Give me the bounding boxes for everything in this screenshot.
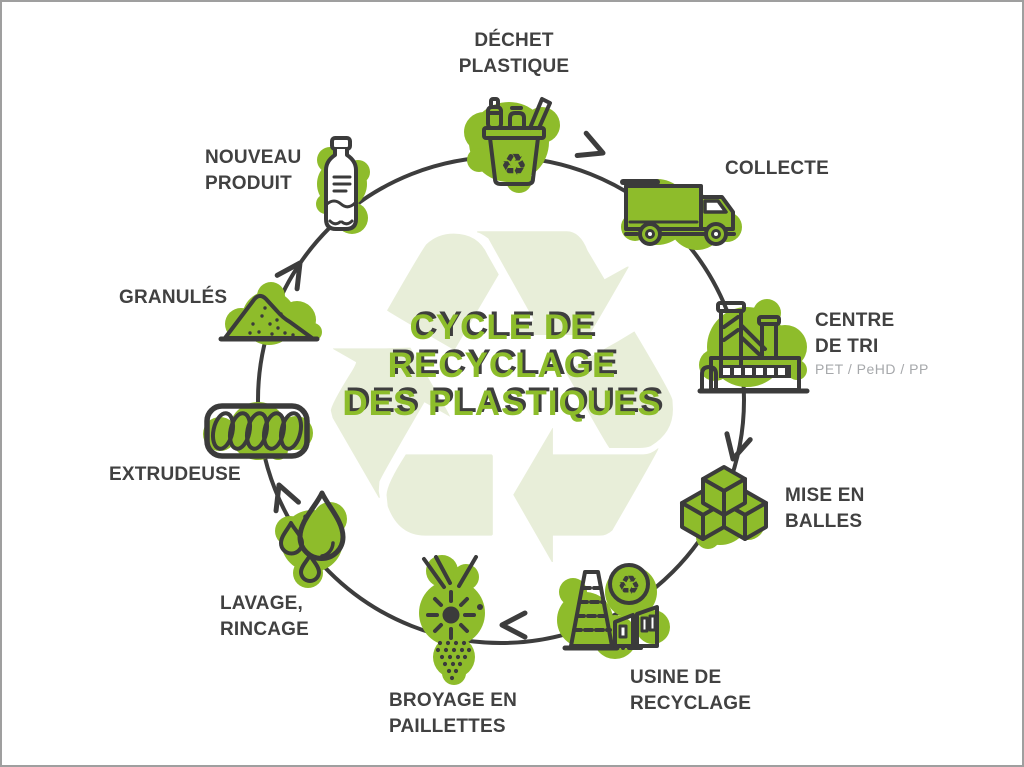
- label-usine-de-recyclage: USINE DE RECYCLAGE: [630, 665, 751, 717]
- arrowhead-right: [724, 431, 753, 462]
- shredder-icon: [419, 555, 485, 685]
- title-line-1: CYCLE DE: [409, 308, 595, 347]
- label-line: RECYCLAGE: [630, 693, 752, 714]
- label-line: NOUVEAU: [205, 147, 302, 168]
- label-broyage-en-paillettes: BROYAGE EN PAILLETTES: [389, 688, 517, 740]
- label-granules: GRANULÉS: [119, 285, 227, 311]
- label-collecte: COLLECTE: [725, 156, 829, 182]
- label-line: DE TRI: [815, 336, 879, 357]
- sorting-factory-icon: [697, 299, 810, 394]
- label-line: USINE DE: [630, 667, 722, 688]
- label-line: DÉCHET: [474, 30, 554, 51]
- arrowhead-left-top: [274, 260, 303, 292]
- bottle-icon: [316, 136, 370, 234]
- extruder-icon: [203, 402, 313, 460]
- recycle-arrows-glyph: ♻: [501, 148, 528, 183]
- label-line: RINCAGE: [220, 619, 310, 640]
- title-line-3: DES PLASTIQUES: [342, 384, 662, 423]
- label-line: COLLECTE: [725, 158, 829, 179]
- recycle-arrows-glyph: ♻: [617, 571, 640, 601]
- bales-cubes-icon: [680, 465, 768, 549]
- arrowhead-bottom: [499, 610, 528, 640]
- label-line: MISE EN: [785, 485, 865, 506]
- label-lavage-rincage: LAVAGE, RINCAGE: [220, 591, 309, 643]
- label-line: LAVAGE,: [220, 593, 304, 614]
- label-line: BROYAGE EN: [389, 690, 517, 711]
- granules-pile-icon: [218, 282, 322, 345]
- diagram-title: CYCLE DE RECYCLAGE DES PLASTIQUES: [324, 309, 680, 423]
- label-line: PAILLETTES: [389, 716, 506, 737]
- label-line: CENTRE: [815, 310, 895, 331]
- label-nouveau-produit: NOUVEAU PRODUIT: [205, 145, 301, 197]
- arrowhead-left-bottom: [273, 482, 301, 514]
- label-line: GRANULÉS: [119, 287, 228, 308]
- label-dechet-plastique: DÉCHET PLASTIQUE: [414, 28, 614, 80]
- title-line-2: RECYCLAGE: [387, 346, 617, 385]
- label-extrudeuse: EXTRUDEUSE: [109, 462, 241, 488]
- water-drops-icon: [275, 490, 347, 588]
- arrowhead-top-right: [574, 130, 606, 159]
- label-centre-de-tri: CENTRE DE TRI PET / PeHD / PP: [815, 308, 929, 378]
- recycle-bin-icon: ♻: [464, 97, 560, 193]
- label-line: PRODUIT: [205, 173, 292, 194]
- label-subtext: PET / PeHD / PP: [815, 361, 929, 377]
- recycling-plant-icon: ♻: [557, 563, 670, 659]
- label-mise-en-balles: MISE EN BALLES: [785, 483, 865, 535]
- label-line: BALLES: [785, 511, 863, 532]
- label-line: EXTRUDEUSE: [109, 464, 241, 485]
- label-line: PLASTIQUE: [458, 56, 570, 77]
- truck-icon: [620, 179, 742, 250]
